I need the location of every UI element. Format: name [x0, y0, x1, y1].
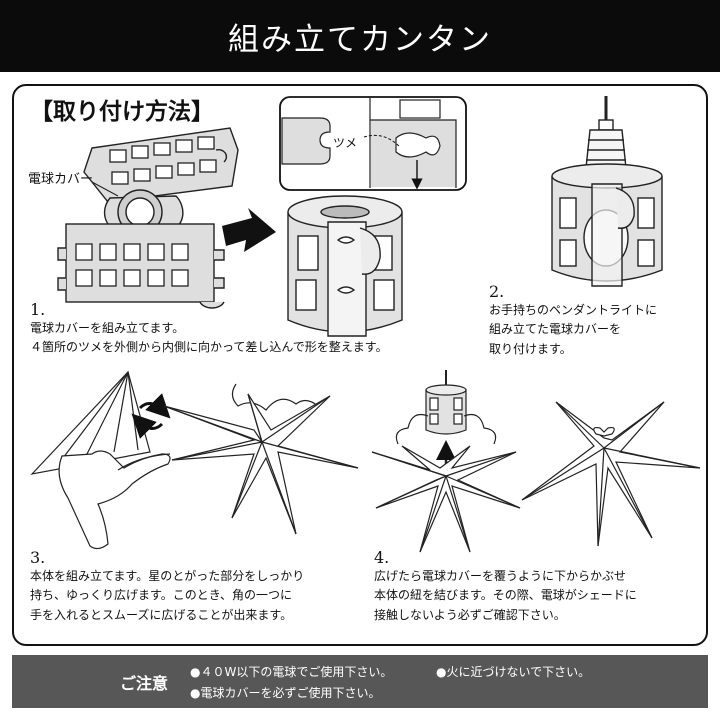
star-with-cover-illustration — [371, 370, 521, 553]
caution-item: ●４０W以下の電球でご使用下さい。 — [190, 665, 393, 679]
step-4-line: 広げたら電球カバーを覆うように下からかぶせ — [374, 569, 627, 584]
step-4-text: 4. 広げたら電球カバーを覆うように下からかぶせ 本体の紐を結びます。その際、電… — [374, 548, 637, 625]
step-2-number: 2. — [489, 282, 505, 301]
step-1-text: 1. 電球カバーを組み立てます。 ４箇所のツメを外側から内側に向かって差し込んで… — [30, 300, 388, 358]
folded-star-illustration — [30, 370, 171, 550]
step-1-line: 電球カバーを組み立てます。 — [30, 321, 185, 336]
page-title: 組み立てカンタン — [228, 21, 492, 58]
step-4-line: 接触しないよう必ずご確認下さい。 — [374, 607, 566, 622]
tab-detail-inset — [279, 96, 467, 191]
step-2-line: 取り付けます。 — [489, 341, 572, 356]
step-1-number: 1. — [30, 300, 46, 319]
step-3-line: 手を入れるとスムーズに広げることが出来ます。 — [30, 607, 293, 622]
caution-title: ご注意 — [120, 674, 169, 693]
step-4-number: 4. — [374, 548, 390, 567]
step-4-line: 本体の紐を結びます。その際、電球がシェードに — [374, 588, 637, 603]
pendant-light-illustration — [551, 96, 663, 287]
step-3-text: 3. 本体を組み立てます。星のとがった部分をしっかり 持ち、ゆっくり広げます。こ… — [30, 548, 304, 625]
flat-cover-illustration — [57, 127, 239, 309]
assembled-cover-illustration — [287, 195, 403, 337]
header-bar: 組み立てカンタン — [0, 0, 720, 72]
cover-label-leader — [91, 181, 119, 197]
step-2-line: お手持ちのペンダントライトに — [489, 303, 658, 318]
step-3-number: 3. — [30, 548, 46, 567]
right-arrow-icon — [222, 208, 276, 252]
tab-callout-label: ツメ — [333, 136, 358, 150]
rotate-arrows-icon — [131, 393, 171, 439]
section-title: 【取り付け方法】 — [30, 98, 214, 125]
step-2-line: 組み立てた電球カバーを — [489, 322, 622, 337]
finished-star-illustration — [521, 401, 701, 547]
open-star-illustration — [163, 383, 359, 535]
caution-bar: ご注意 ●４０W以下の電球でご使用下さい。 ●火に近づけないで下さい。 ●電球カ… — [12, 655, 708, 708]
step-1-line: ４箇所のツメを外側から内側に向かって差し込んで形を整えます。 — [30, 340, 388, 355]
caution-item: ●火に近づけないで下さい。 — [436, 665, 591, 679]
step-2-text: 2. お手持ちのペンダントライトに 組み立てた電球カバーを 取り付けます。 — [489, 282, 657, 359]
caution-item: ●電球カバーを必ずご使用下さい。 — [190, 686, 381, 700]
step-3-line: 本体を組み立てます。星のとがった部分をしっかり — [30, 569, 305, 584]
cover-callout-label: 電球カバー — [28, 172, 94, 187]
flat-cover-windows — [75, 136, 217, 287]
step-3-line: 持ち、ゆっくり広げます。このとき、角の一つに — [30, 588, 292, 603]
